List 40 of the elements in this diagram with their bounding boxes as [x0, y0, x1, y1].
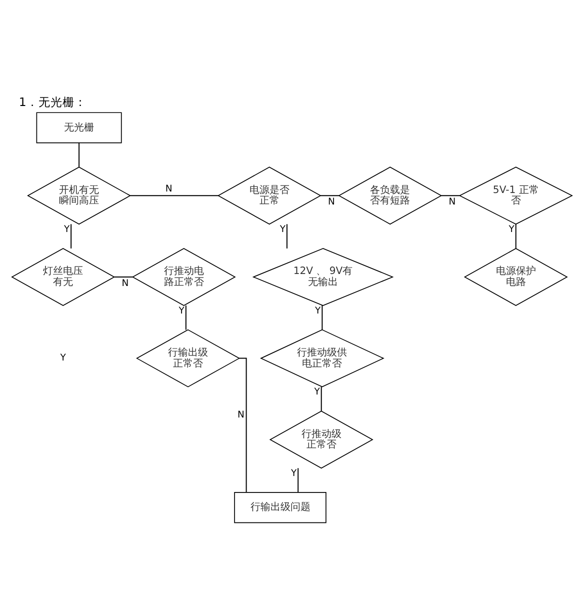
label: Y [60, 352, 66, 364]
node-box: 无光栅 [36, 112, 122, 143]
connector [70, 224, 72, 248]
edge-label: Y [64, 223, 70, 234]
node-diamond: 行推动级正常否 [269, 410, 374, 468]
edge-label: Y [290, 467, 297, 478]
node-diamond: 行推动级供电正常否 [260, 328, 384, 387]
connector [78, 142, 80, 167]
node-diamond: 行输出级正常否 [136, 328, 240, 387]
connector [114, 276, 133, 277]
edge-label: N [238, 408, 244, 420]
connector [320, 194, 339, 196]
connector [286, 224, 288, 248]
connector [320, 386, 322, 411]
node-diamond: 各负载是否有短路 [338, 166, 442, 224]
connector [515, 224, 516, 248]
node-diamond: 灯丝电压有无 [11, 247, 116, 306]
node-box: 行输出级问题 [234, 492, 326, 523]
diagram-title: 1．无光栅： [18, 94, 86, 109]
edge-label: N [122, 278, 129, 289]
edge-label: Y [280, 223, 286, 234]
edge-label: Y [508, 223, 514, 234]
edge-label: N [448, 196, 456, 208]
edge-label: Y [314, 386, 320, 398]
node-diamond: 开机有无瞬间高压 [27, 166, 132, 224]
edge-label: N [165, 182, 172, 194]
node-diamond: 5V-1 正常否 [458, 166, 573, 224]
node-diamond: 电源是否正常 [217, 166, 322, 224]
node-diamond: 行推动电路正常否 [132, 247, 236, 306]
node-diamond: 电源保护电路 [464, 247, 568, 306]
connector [239, 357, 247, 492]
connector [441, 194, 460, 196]
edge-label: Y [178, 304, 184, 316]
edge-label: N [328, 196, 335, 208]
connector [130, 194, 218, 196]
connector [322, 304, 323, 330]
connector [185, 304, 186, 330]
edge-label: Y [315, 304, 321, 316]
connector [298, 468, 299, 492]
node-diamond: 12V 、 9V有无输出 [252, 248, 394, 306]
